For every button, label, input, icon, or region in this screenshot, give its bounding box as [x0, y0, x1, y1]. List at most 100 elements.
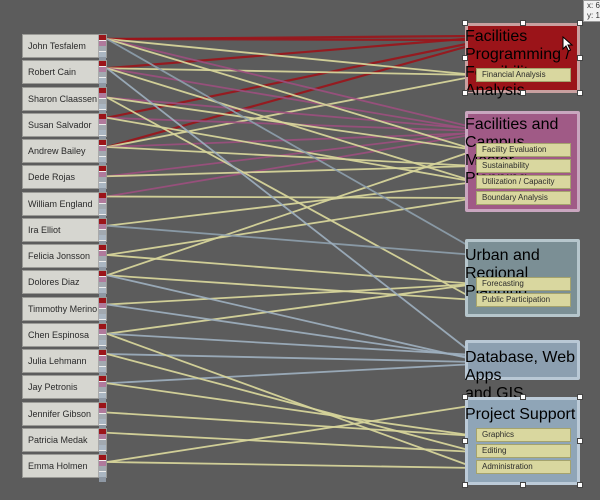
membership-strip: [98, 140, 106, 167]
membership-marker: [99, 366, 106, 372]
resize-handle[interactable]: [519, 394, 526, 400]
resize-handle[interactable]: [577, 482, 583, 488]
person-node[interactable]: John Tesfalem: [22, 34, 107, 62]
membership-marker: [99, 261, 106, 267]
membership-marker: [99, 361, 106, 366]
membership-marker: [99, 297, 106, 303]
person-node[interactable]: Susan Salvador: [22, 112, 107, 141]
resize-handle[interactable]: [462, 90, 468, 96]
person-node[interactable]: Felicia Jonsson: [22, 244, 107, 272]
subtopic-item[interactable]: Facility Evaluation: [476, 143, 571, 157]
group-db[interactable]: [465, 340, 580, 380]
membership-marker: [99, 214, 106, 220]
connection-line: [106, 431, 477, 453]
membership-marker: [99, 455, 106, 460]
connection-line: [106, 37, 477, 42]
membership-marker: [99, 450, 106, 456]
group-title-line: Database, Web Apps: [465, 349, 575, 384]
membership-strip: [98, 323, 106, 351]
membership-marker: [99, 51, 106, 57]
connection-line: [106, 67, 477, 131]
connection-line: [106, 254, 477, 285]
connection-line: [106, 283, 477, 306]
membership-marker: [99, 182, 106, 188]
membership-marker: [99, 93, 106, 98]
membership-marker: [99, 156, 106, 162]
group-title-line: Facilities: [465, 28, 528, 45]
membership-marker: [99, 329, 106, 335]
subtopic-item[interactable]: Utilization / Capacity: [476, 175, 571, 189]
membership-marker: [99, 124, 106, 130]
resize-handle[interactable]: [462, 394, 468, 400]
membership-marker: [99, 209, 106, 214]
membership-marker: [99, 434, 106, 440]
subtopic-item[interactable]: Sustainability: [476, 159, 571, 173]
person-node[interactable]: Dede Rojas: [22, 165, 107, 194]
person-node[interactable]: Andrew Bailey: [22, 139, 107, 167]
person-node[interactable]: Dolores Diaz: [22, 270, 107, 299]
membership-marker: [99, 72, 106, 78]
resize-handle[interactable]: [462, 482, 468, 488]
connection-line: [106, 132, 477, 148]
membership-marker: [99, 345, 106, 351]
group-title: Project Support: [465, 406, 580, 424]
membership-strip: [98, 402, 106, 430]
membership-strip: [98, 166, 106, 194]
resize-handle[interactable]: [577, 438, 583, 444]
connection-line: [106, 274, 477, 361]
resize-handle[interactable]: [519, 482, 526, 488]
person-node[interactable]: Jennifer Gibson: [22, 401, 107, 430]
resize-handle[interactable]: [577, 55, 583, 61]
subtopic-item[interactable]: Administration: [476, 460, 571, 474]
subtopic-item[interactable]: Financial Analysis: [476, 68, 571, 82]
membership-strip: [98, 245, 106, 272]
membership-marker: [99, 198, 106, 203]
connection-line: [106, 75, 477, 148]
membership-strip: [98, 271, 106, 299]
membership-marker: [99, 303, 106, 308]
person-node[interactable]: Julia Lehmann: [22, 349, 107, 377]
connection-line: [106, 116, 477, 183]
subtopic-item[interactable]: Boundary Analysis: [476, 191, 571, 205]
connection-line: [106, 461, 477, 469]
connection-line: [106, 149, 477, 277]
subtopic-item[interactable]: Editing: [476, 444, 571, 458]
person-name: Emma Holmen: [28, 461, 88, 471]
subtopic-item[interactable]: Forecasting: [476, 277, 571, 291]
membership-marker: [99, 245, 106, 250]
membership-strip: [98, 113, 106, 141]
membership-marker: [99, 35, 106, 40]
person-name: Dolores Diaz: [28, 277, 80, 288]
resize-handle[interactable]: [577, 394, 583, 400]
person-node[interactable]: Emma Holmen: [22, 454, 107, 482]
person-node[interactable]: Robert Cain: [22, 60, 107, 89]
membership-marker: [99, 308, 106, 314]
tooltip-x: x: 6: [587, 1, 600, 10]
person-name: William England: [28, 198, 93, 209]
person-node[interactable]: Ira Elliot: [22, 217, 107, 246]
person-node[interactable]: Chen Espinosa: [22, 322, 107, 351]
connection-line: [106, 332, 477, 469]
membership-marker: [99, 57, 106, 62]
resize-handle[interactable]: [462, 438, 468, 444]
subtopic-item[interactable]: Public Participation: [476, 293, 571, 307]
membership-marker: [99, 188, 106, 194]
membership-marker: [99, 240, 106, 246]
connection-line: [106, 133, 477, 198]
resize-handle[interactable]: [462, 20, 468, 26]
person-node[interactable]: Patricia Medak: [22, 427, 107, 456]
resize-handle[interactable]: [519, 20, 526, 26]
resize-handle[interactable]: [462, 55, 468, 61]
resize-handle[interactable]: [577, 90, 583, 96]
person-node[interactable]: Timmothy Merino: [22, 296, 107, 325]
person-node[interactable]: Sharon Claassen: [22, 86, 107, 115]
membership-marker: [99, 256, 106, 261]
membership-marker: [99, 46, 106, 51]
person-node[interactable]: William England: [22, 191, 107, 220]
person-node[interactable]: Jay Petronis: [22, 375, 107, 404]
resize-handle[interactable]: [577, 20, 583, 26]
membership-marker: [99, 87, 106, 93]
subtopic-item[interactable]: Graphics: [476, 428, 571, 442]
person-name: Susan Salvador: [28, 119, 92, 130]
resize-handle[interactable]: [519, 90, 526, 96]
